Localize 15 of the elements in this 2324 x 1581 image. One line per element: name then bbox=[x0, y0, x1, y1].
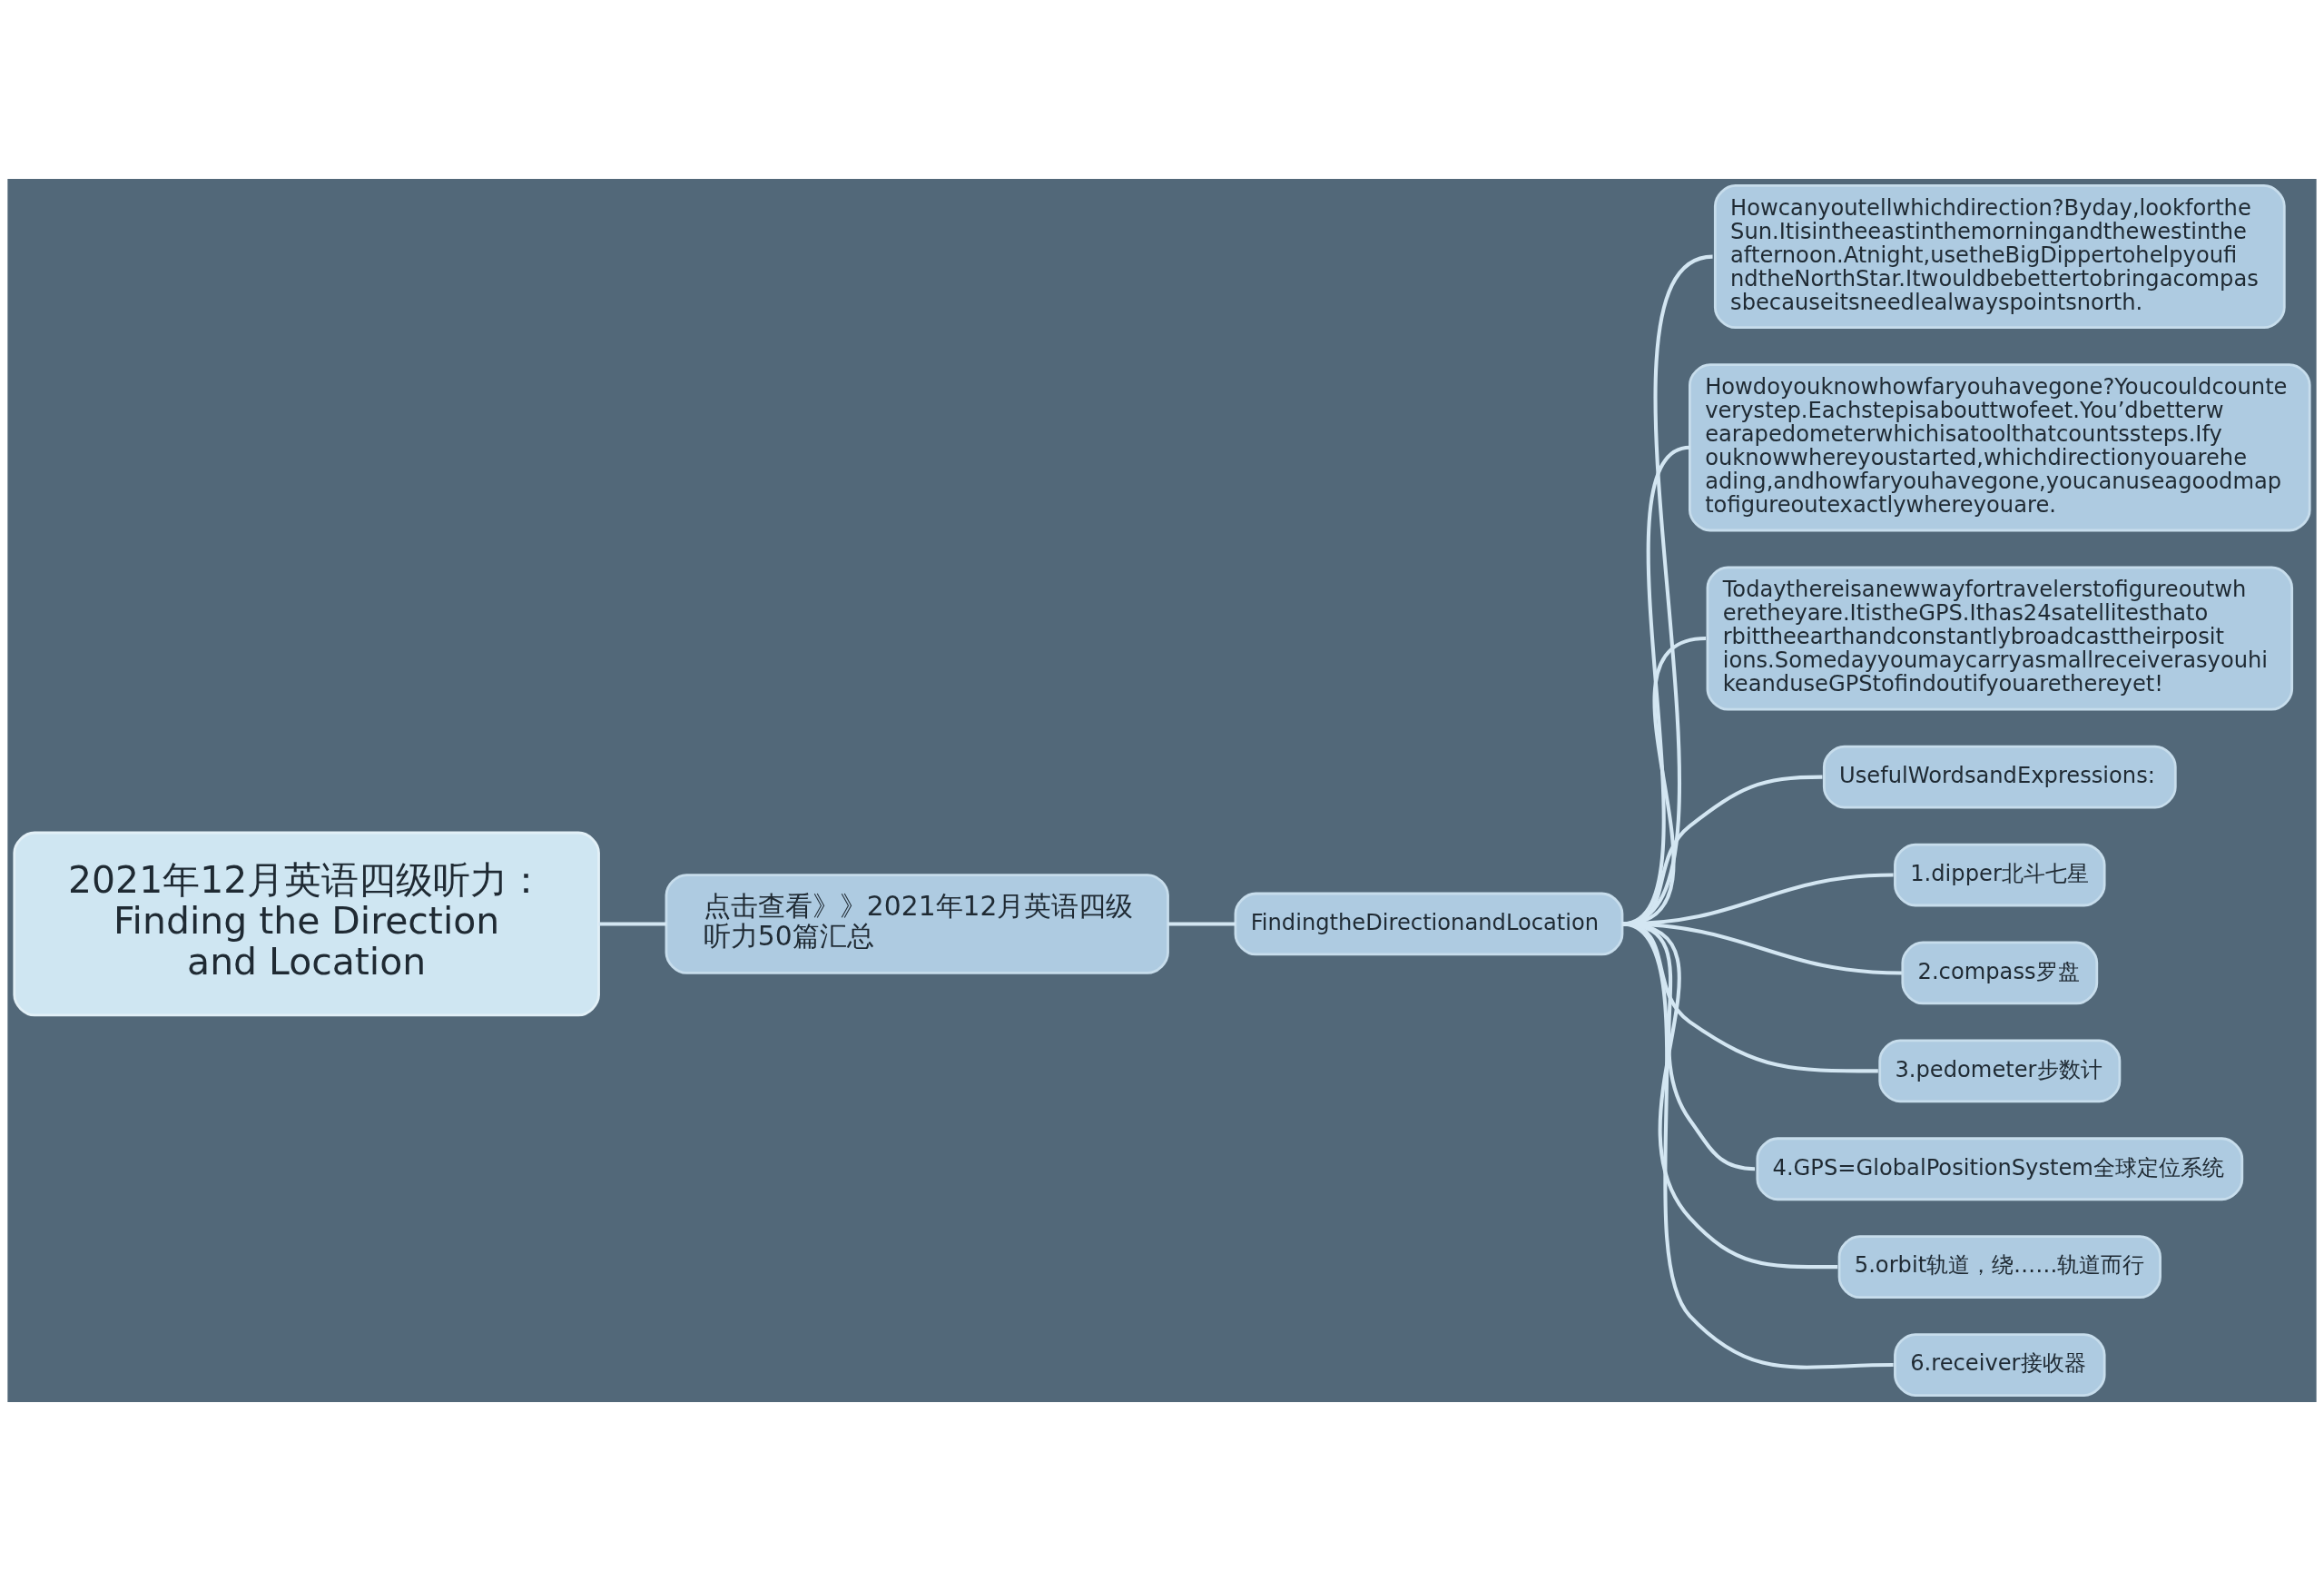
node-box: FindingtheDirectionandLocation bbox=[1234, 892, 1624, 956]
node-box: Howcanyoutellwhichdirection?Byday,lookfortheSun.Itisintheeastinthemorningandthewestintheafternoon.Atnight,usetheBigDippertohelpyoufindtheNorthStar.Itwouldbebettertobringacompassbecauseitsneedlealwayspointsnorth. bbox=[1713, 184, 2286, 330]
node-box: 4.GPS=GlobalPositionSystem全球定位系统 bbox=[1756, 1137, 2244, 1201]
node-box: Howdoyouknowhowfaryouhavegone?Youcouldcounteverystep.Eachstepisabouttwofeet.You’dbetterwearapedometerwhichisatoolthatcountssteps.Ifyouknowwhereyoustarted,whichdirectionyouareheading,andhowfaryouhavegone,youcanuseagoodmaptofigureoutexactlywhereyouare. bbox=[1689, 363, 2311, 532]
connector bbox=[1167, 922, 1236, 926]
node-box: 3.pedometer步数计 bbox=[1878, 1039, 2122, 1103]
node-box: 点击查看》》2021年12月英语四级听力50篇汇总 bbox=[665, 874, 1169, 974]
node-box: 1.dipper北斗七星 bbox=[1894, 843, 2106, 907]
node-box: 6.receiver接收器 bbox=[1894, 1333, 2106, 1397]
connector bbox=[598, 922, 666, 926]
node-box: 2021年12月英语四级听力：Finding the Direction and Location bbox=[13, 831, 600, 1017]
node-box: 5.orbit轨道，绕……轨道而行 bbox=[1837, 1235, 2162, 1299]
node-box: 2.compass罗盘 bbox=[1901, 941, 2099, 1005]
node-box: Todaythereisanewwayfortravelerstofigureoutwheretheyare.ItistheGPS.Ithas24satellitesthatorbittheearthandconstantlybroadcasttheirpositions.SomedayyoumaycarryasmallreceiverasyouhikeanduseGPStofindoutifyouarethereyet! bbox=[1706, 566, 2294, 711]
node-box: UsefulWordsandExpressions: bbox=[1822, 745, 2177, 809]
